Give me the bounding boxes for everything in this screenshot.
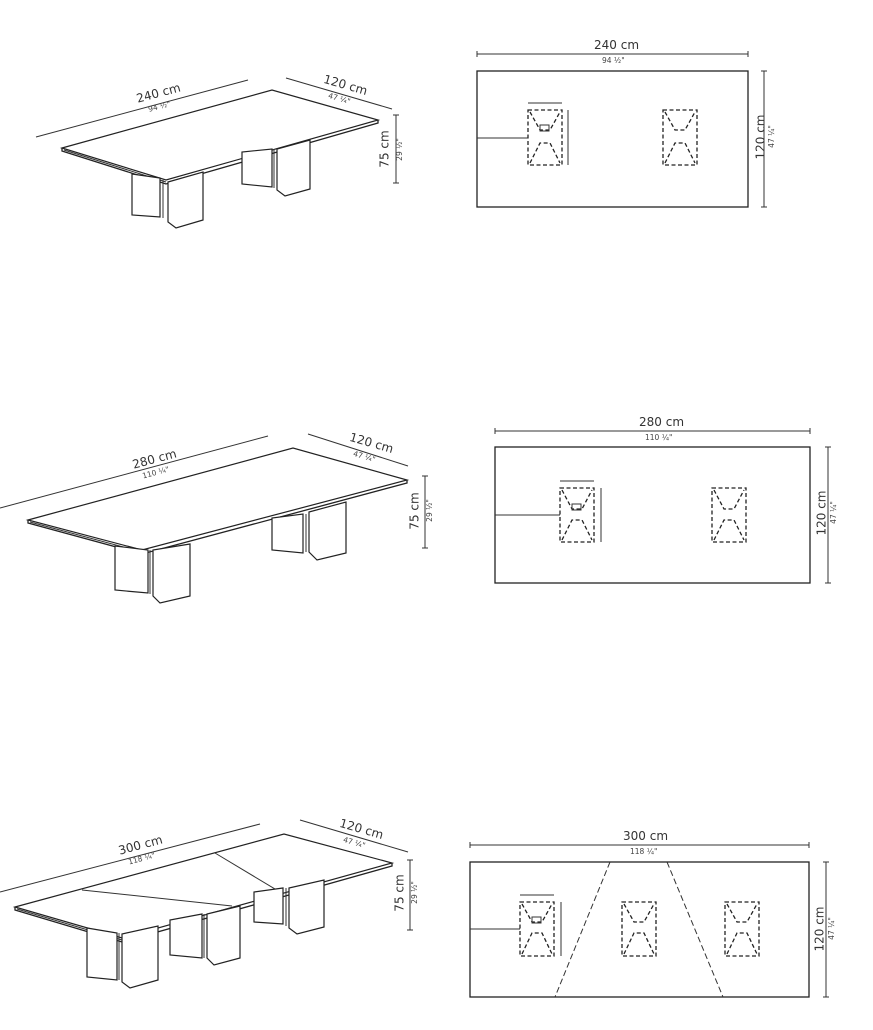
table-perspective-drawing [0, 433, 428, 604]
plan-width-cm-label: 120 cm [753, 114, 768, 160]
plan-length-in-label: 94 ½" [602, 56, 625, 65]
plan-width-in-label: 47 ¼" [826, 917, 836, 940]
plan-view-240: 240 cm 94 ½" 120 cm 47 ¼" [470, 30, 790, 220]
height-cm-label: 75 cm [407, 492, 422, 530]
plan-width-in-label: 47 ¼" [828, 501, 838, 524]
plan-width-cm-label: 120 cm [814, 490, 829, 536]
height-cm-label: 75 cm [392, 874, 407, 912]
plan-length-cm-label: 300 cm [623, 829, 669, 843]
height-cm-label: 75 cm [377, 130, 392, 168]
table-plan-drawing [494, 428, 831, 584]
table-perspective-drawing [0, 819, 413, 989]
table-plan-drawing [469, 842, 829, 998]
plan-width-in-label: 47 ¼" [766, 125, 776, 148]
height-in-label: 29 ½" [394, 138, 404, 161]
plan-view-300: 300 cm 118 ¼" 120 cm 47 ¼" [460, 820, 860, 1010]
table-plan-drawing [476, 51, 767, 208]
plan-length-cm-label: 280 cm [639, 415, 685, 429]
plan-length-in-label: 110 ¼" [645, 433, 673, 442]
plan-view-280: 280 cm 110 ¼" 120 cm 47 ¼" [485, 410, 845, 600]
plan-length-in-label: 118 ¼" [630, 847, 658, 856]
perspective-view-300: 300 cm 118 ¼" 120 cm 47 ¼" 75 cm 29 ½" [0, 800, 450, 1010]
perspective-view-280: 280 cm 110 ¼" 120 cm 47 ¼" 75 cm 29 ½" [0, 400, 460, 620]
plan-width-cm-label: 120 cm [812, 906, 827, 952]
perspective-view-240: 240 cm 94 ½" 120 cm 47 ¼" 75 cm 29 ½" [0, 0, 440, 260]
plan-length-cm-label: 240 cm [594, 38, 640, 52]
height-in-label: 29 ½" [424, 499, 434, 522]
height-in-label: 29 ½" [409, 881, 419, 904]
table-perspective-drawing [35, 77, 399, 229]
